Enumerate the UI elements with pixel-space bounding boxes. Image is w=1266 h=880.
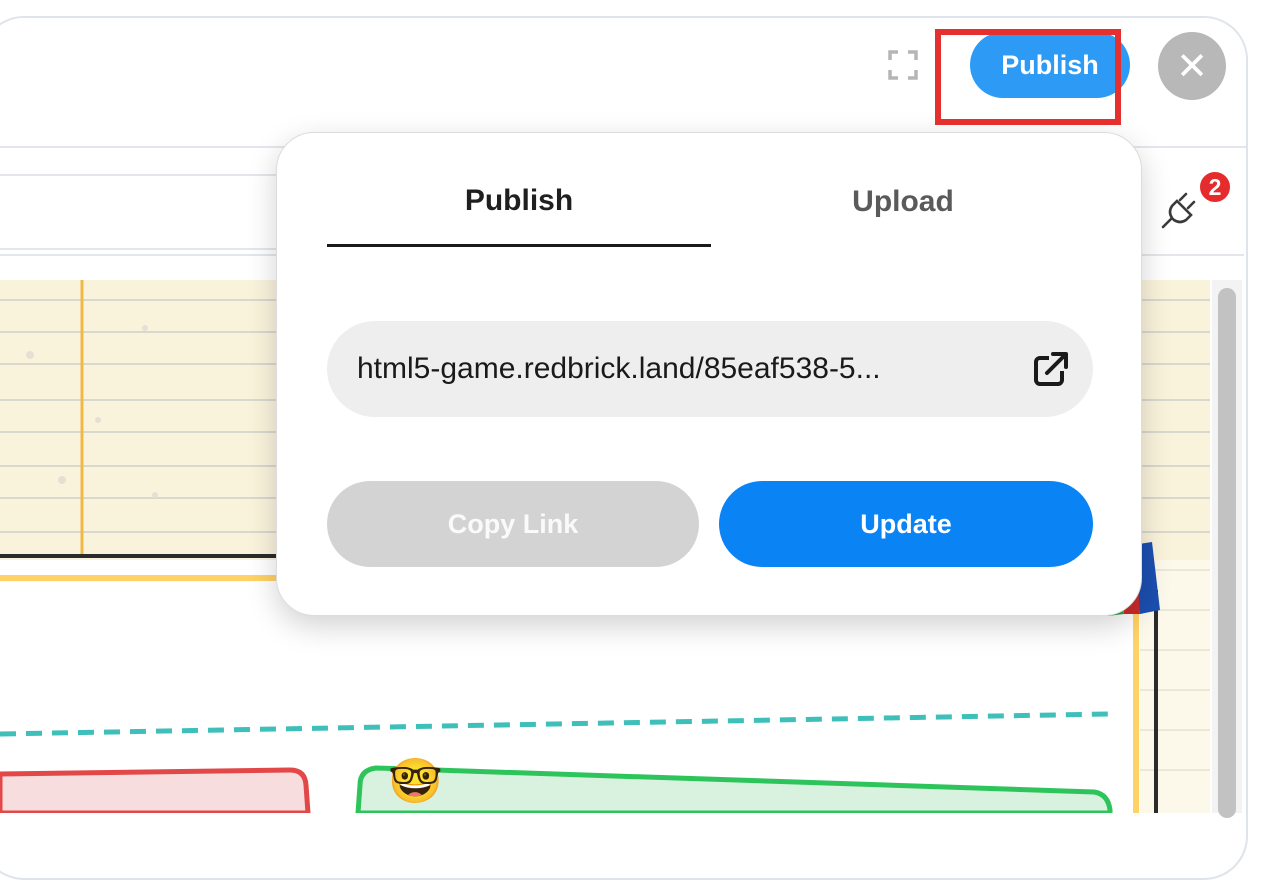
- publish-popover: Publish Upload html5-game.redbrick.land/…: [276, 132, 1142, 616]
- publish-button[interactable]: Publish: [970, 32, 1130, 98]
- tab-upload[interactable]: Upload: [852, 185, 954, 218]
- close-button[interactable]: ✕: [1158, 32, 1226, 100]
- published-url-text: html5-game.redbrick.land/85eaf538-5...: [357, 352, 881, 385]
- fullscreen-icon[interactable]: [888, 50, 918, 80]
- notification-badge: 2: [1198, 170, 1232, 204]
- nerd-face-emoji: 🤓: [388, 757, 443, 806]
- published-url-field[interactable]: html5-game.redbrick.land/85eaf538-5...: [327, 321, 1093, 417]
- tab-publish[interactable]: Publish: [327, 157, 711, 247]
- copy-link-button[interactable]: Copy Link: [327, 481, 699, 567]
- plug-icon[interactable]: [1160, 188, 1200, 232]
- external-link-icon[interactable]: [1033, 351, 1069, 387]
- update-button[interactable]: Update: [719, 481, 1093, 567]
- close-icon: ✕: [1176, 45, 1208, 88]
- scrollbar-thumb[interactable]: [1218, 288, 1236, 818]
